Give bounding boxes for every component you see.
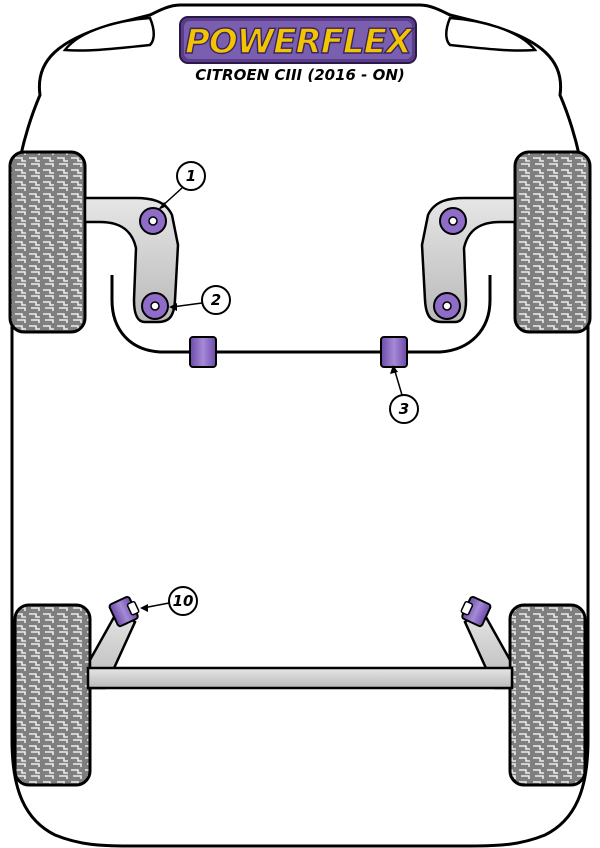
front-left-rear-bush [141, 292, 169, 320]
vehicle-title: CITROEN CIII (2016 - ON) [195, 66, 405, 84]
callout-10-label: 10 [173, 592, 194, 610]
front-anti-roll-bar-right-bush [380, 336, 408, 368]
callout-3: 3 [389, 365, 419, 424]
front-anti-roll-bar [110, 275, 492, 354]
front-left-fender-detail [62, 16, 155, 52]
callout-3-label: 3 [399, 400, 409, 418]
callout-2-label: 2 [211, 291, 221, 309]
front-left-front-bush [139, 207, 167, 235]
rear-beam-crossmember [86, 666, 514, 690]
callout-10: 10 [140, 586, 198, 616]
callout-1-label: 1 [186, 167, 196, 185]
powerflex-logo: POWERFLEX [179, 16, 417, 64]
rear-right-wheel [508, 603, 587, 787]
callout-2: 2 [169, 285, 231, 315]
car-body-outline [10, 3, 590, 848]
front-right-fender-detail [445, 16, 538, 52]
rear-left-beam-bush [108, 595, 140, 628]
callout-1: 1 [158, 161, 206, 210]
rear-left-wheel [13, 603, 92, 787]
front-right-rear-bush [433, 292, 461, 320]
logo-text: POWERFLEX [185, 22, 414, 62]
front-right-wheel [513, 150, 592, 334]
rear-right-beam-bush [460, 595, 492, 628]
front-anti-roll-bar-left-bush [189, 336, 217, 368]
front-right-front-bush [439, 207, 467, 235]
front-left-wheel [8, 150, 87, 334]
